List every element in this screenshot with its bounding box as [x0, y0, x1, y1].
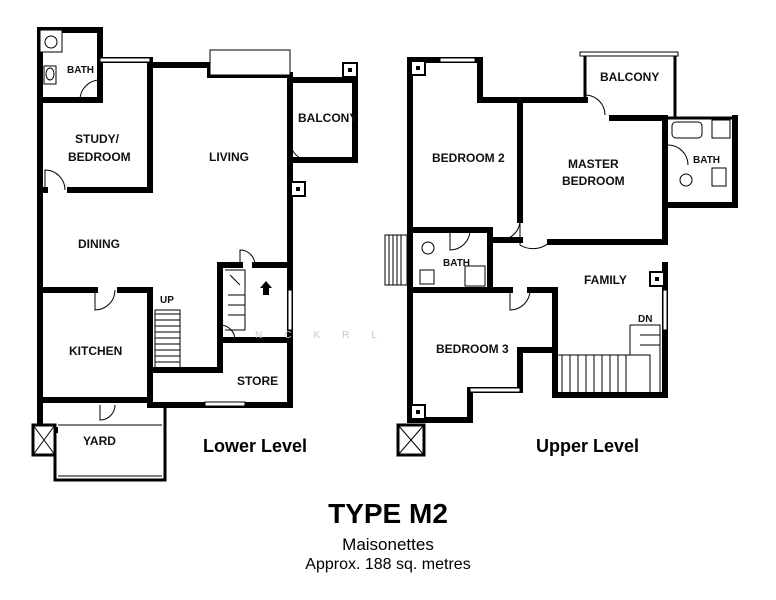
label-kitchen: KITCHEN: [69, 344, 122, 358]
label-study-line2: BEDROOM: [68, 150, 131, 164]
upper-level-plan: BALCONY BEDROOM 2 MASTER BEDROOM BATH BA…: [384, 51, 738, 457]
label-yard: YARD: [83, 434, 116, 448]
watermark: NCKRL: [255, 330, 399, 341]
label-study-line1: STUDY/: [75, 132, 120, 146]
stairs-lower: [154, 269, 272, 371]
subtitle: Maisonettes: [342, 535, 434, 554]
label-balcony-upper: BALCONY: [600, 70, 659, 84]
label-store: STORE: [237, 374, 278, 388]
stairs-upper: [554, 324, 661, 396]
label-upper-level: Upper Level: [536, 436, 639, 456]
label-up: UP: [160, 295, 174, 306]
type-title: TYPE M2: [328, 498, 448, 529]
label-bath-common: BATH: [443, 258, 470, 269]
label-master-line1: MASTER: [568, 157, 619, 171]
area-text: Approx. 188 sq. metres: [305, 556, 471, 573]
label-living: LIVING: [209, 150, 249, 164]
label-bedroom-3: BEDROOM 3: [436, 342, 509, 356]
label-bath-master: BATH: [693, 155, 720, 166]
label-dn: DN: [638, 314, 652, 325]
label-family: FAMILY: [584, 273, 627, 287]
label-bedroom-2: BEDROOM 2: [432, 151, 505, 165]
label-balcony-lower: BALCONY: [298, 111, 357, 125]
label-master-line2: BEDROOM: [562, 174, 625, 188]
label-lower-level: Lower Level: [203, 436, 307, 456]
label-bath-lower: BATH: [67, 65, 94, 76]
lower-level-plan: BATH STUDY/ BEDROOM LIVING BALCONY DININ…: [31, 27, 358, 482]
label-dining: DINING: [78, 237, 120, 251]
